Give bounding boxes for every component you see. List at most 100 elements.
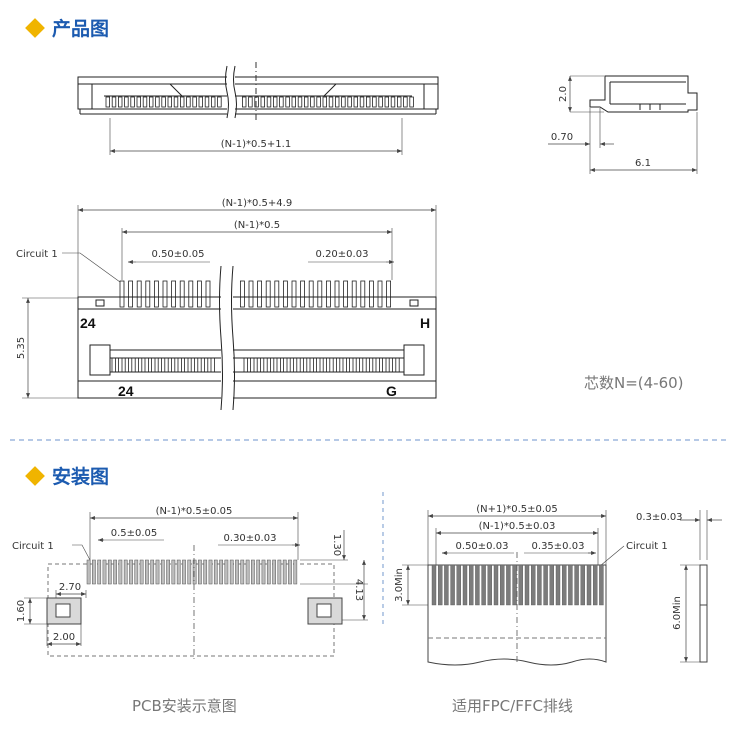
front-view-lower-pin: [296, 357, 301, 373]
connector-front-view: [77, 280, 437, 399]
top-view-pin: [316, 96, 321, 108]
front-view-upper-pin: [119, 280, 125, 308]
pin-label-24-top: 24: [80, 315, 96, 331]
dim-pcb-130-label: 1.30: [331, 534, 342, 556]
connector-top-view: [77, 76, 439, 115]
pin-count-note: 芯数N=(4-60): [584, 374, 684, 392]
fpc-finger: [456, 564, 461, 606]
front-view-upper-pin: [300, 280, 306, 308]
fpc-finger: [524, 564, 530, 606]
pcb-pad: [235, 559, 239, 585]
front-view-upper-pin: [162, 280, 168, 308]
pcb-pad: [245, 559, 250, 585]
front-view-upper-pin: [360, 280, 366, 308]
pin-label-24-bottom: 24: [118, 383, 134, 399]
front-view-break: [219, 265, 235, 411]
dim-pcb-270-label: 2.70: [59, 582, 81, 593]
pcb-pad: [139, 559, 144, 585]
pcb-footprint: [46, 545, 343, 660]
pcb-pad: [160, 559, 165, 585]
pcb-pad: [187, 559, 192, 585]
fpc-finger: [568, 564, 573, 606]
dim-fpc-pitch: 0.50±0.03: [442, 541, 514, 555]
top-view-pin: [347, 96, 352, 108]
pcb-pad: [213, 559, 218, 585]
fpc-side-view: 0.3±0.03 6.0Min: [636, 510, 722, 663]
dim-pcb-160-label: 1.60: [16, 600, 27, 622]
pcb-pad: [293, 559, 298, 585]
front-view-lower-pin: [243, 357, 248, 373]
fpc-circuit-1-label: Circuit 1: [626, 541, 668, 552]
front-view-upper-pin: [351, 280, 357, 308]
dim-fpc-pitch-label: 0.50±0.03: [456, 541, 509, 552]
fpc-finger: [537, 564, 542, 606]
top-view-pin: [384, 96, 389, 108]
top-view-pin: [179, 96, 185, 108]
dim-top-width: (N-1)*0.5+1.1: [109, 118, 403, 155]
top-view-pin: [341, 96, 346, 108]
dim-pitch: 0.50±0.05: [128, 249, 210, 264]
front-view-lower-pin: [137, 357, 143, 373]
pcb-pad: [272, 559, 276, 585]
pcb-pad: [129, 559, 133, 585]
pcb-circuit-1-label: Circuit 1: [12, 541, 54, 552]
dim-fpc-inner: (N-1)*0.5±0.03: [435, 521, 599, 565]
pin-label-g: G: [386, 383, 397, 399]
front-view-lower-pin: [322, 357, 328, 373]
fpc-finger: [549, 564, 554, 606]
dim-pcb-pad-width: 0.30±0.03: [218, 533, 300, 547]
top-view-pin: [372, 96, 377, 108]
fpc-finger: [574, 564, 579, 606]
front-view-lower-pin: [164, 357, 169, 373]
top-view-pin: [328, 96, 334, 108]
pcb-pad: [145, 559, 149, 585]
front-view-upper-pin: [308, 280, 314, 308]
front-view-lower-pin: [342, 357, 347, 373]
dim-fpc-60min-label: 6.0Min: [672, 596, 683, 630]
dim-pitch-span: (N-1)*0.5: [121, 220, 393, 280]
pcb-pad: [166, 559, 170, 585]
front-view-upper-pin: [257, 280, 263, 308]
top-view-pin: [124, 96, 129, 108]
front-view-upper-pin: [343, 280, 349, 308]
front-view-lower-pin: [177, 357, 182, 373]
pcb-pad: [155, 559, 160, 585]
top-view-pin: [254, 96, 259, 108]
top-view-pin: [390, 96, 396, 108]
dim-pitch-label: 0.50±0.05: [152, 249, 205, 260]
top-view-pin: [142, 96, 148, 108]
pcb-pad: [182, 559, 186, 585]
top-view-pin: [217, 96, 222, 108]
fpc-finger: [493, 564, 499, 606]
pcb-pad: [251, 559, 255, 585]
top-view-pin: [260, 96, 265, 108]
pcb-circuit-1-callout: Circuit 1: [12, 541, 91, 561]
fpc-circuit-1-callout: Circuit 1: [599, 541, 668, 567]
top-view-pin: [198, 96, 203, 108]
top-view-pin: [118, 96, 123, 108]
top-view-pin: [241, 96, 247, 108]
front-view-upper-pin: [282, 280, 288, 308]
fpc-finger: [555, 564, 561, 606]
top-view-pin: [210, 96, 216, 108]
front-view-upper-pin: [386, 280, 392, 308]
front-view-lower-pin: [250, 357, 255, 373]
front-view-lower-pin: [151, 357, 156, 373]
front-view-upper-pin: [188, 280, 194, 308]
circuit-1-callout: Circuit 1: [16, 249, 121, 283]
front-view-upper-pin: [325, 280, 331, 308]
front-view-lower-pin: [316, 357, 321, 373]
fpc-finger: [469, 564, 474, 606]
front-view-lower-pin: [289, 357, 295, 373]
fpc-finger: [586, 564, 592, 606]
dim-fpc-width: 0.35±0.03: [524, 541, 596, 555]
dim-pcb-413: 4.13: [300, 560, 368, 621]
front-view-upper-pin: [265, 280, 271, 308]
pcb-pad: [229, 559, 234, 585]
front-view-upper-pin: [239, 280, 245, 308]
fpc-finger: [450, 564, 455, 606]
pcb-pad: [192, 559, 197, 585]
pcb-pad: [198, 559, 202, 585]
top-view-pin: [248, 96, 253, 108]
dim-fpc-outer-label: (N+1)*0.5±0.05: [476, 504, 558, 515]
